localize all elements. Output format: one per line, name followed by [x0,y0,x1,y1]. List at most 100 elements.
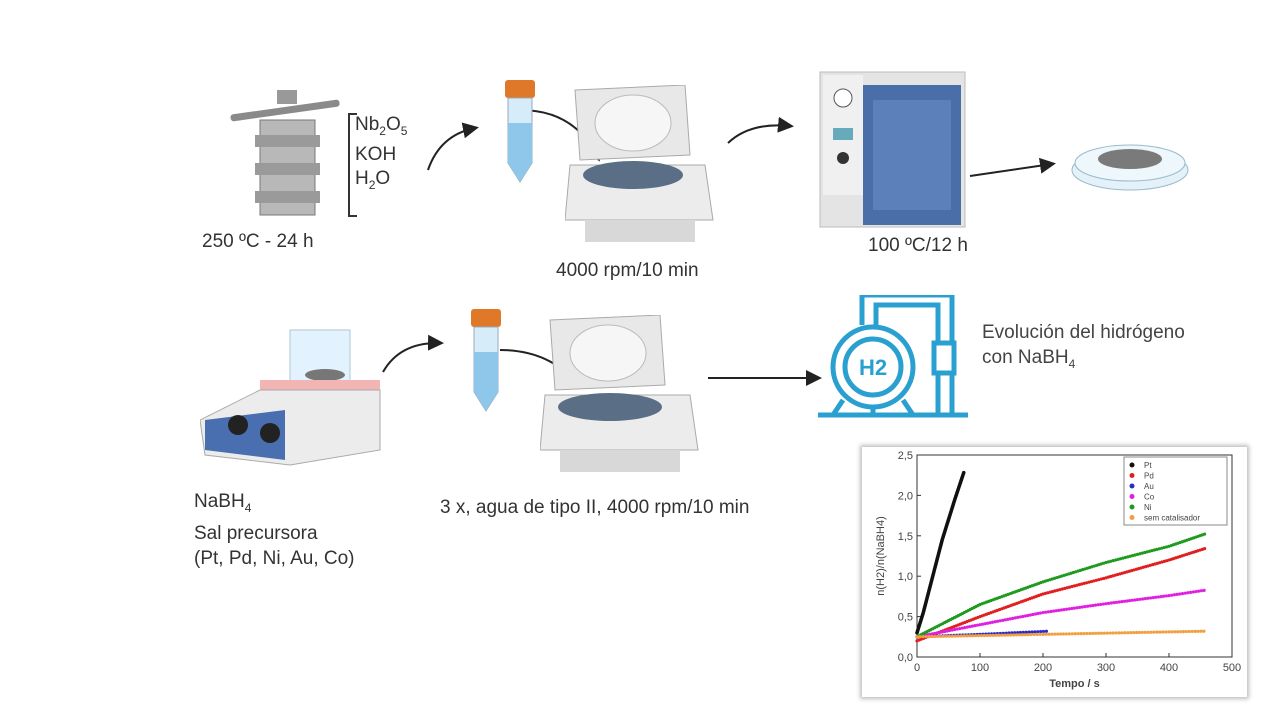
data-point-sem-catalisador [927,634,931,639]
data-point-sem-catalisador [935,634,940,639]
data-point-pd [1099,577,1103,581]
data-point-co [978,623,982,627]
data-point-sem-catalisador [1032,632,1036,637]
data-point-pd [1080,582,1084,586]
data-point-co [1107,601,1111,605]
data-point-co [1104,602,1108,606]
data-point-sem-catalisador [1041,632,1045,636]
data-point-sem-catalisador [1202,629,1206,633]
data-point-sem-catalisador [1196,629,1200,633]
data-point-sem-catalisador [971,634,975,638]
data-point-sem-catalisador [1155,630,1159,634]
data-point-sem-catalisador [1035,632,1039,637]
data-point-sem-catalisador [991,633,995,637]
data-point-pd [1101,576,1106,581]
legend-box [1123,456,1228,526]
data-point-co [963,625,967,630]
data-point-sem-catalisador [965,634,969,638]
data-point-sem-catalisador [1167,630,1171,634]
data-point-pd [1077,583,1081,587]
data-point-co [975,623,980,627]
data-point-co [1018,615,1022,619]
data-point-sem-catalisador [1111,631,1115,635]
data-point-pd [1085,581,1089,585]
data-point-co [1202,588,1206,592]
data-point-sem-catalisador [1017,633,1022,637]
data-point-co [1057,608,1061,612]
data-point-co [1194,589,1198,594]
data-point-sem-catalisador [1038,632,1042,637]
data-point-sem-catalisador [1050,632,1054,636]
falcon-tube-icon [505,80,535,183]
data-point-co [1003,618,1007,622]
data-point-ni [1143,550,1147,555]
data-point-co [930,632,934,636]
data-point-sem-catalisador [1053,632,1057,636]
legend-label: Au [1144,482,1154,491]
data-point-co [970,624,975,628]
legend-label: sem catalisador [1144,514,1200,523]
centrifuge-icon-2 [540,315,699,472]
data-point-sem-catalisador [1178,630,1183,634]
data-point-co [1175,592,1179,596]
legend-label: Pd [1144,472,1154,481]
data-point-sem-catalisador [1076,632,1080,636]
data-point-au [1033,630,1037,634]
data-point-co [1099,602,1103,607]
data-point-co [1059,608,1063,612]
data-point-co [1049,609,1053,614]
data-point-sem-catalisador [962,634,966,638]
data-point-pd [1087,580,1091,584]
data-point-co [1178,592,1182,596]
data-point-co [1054,609,1058,613]
data-point-pt [961,470,966,475]
step2-condition: 4000 rpm/10 min [556,260,699,281]
data-point-sem-catalisador [1088,631,1092,636]
data-point-sem-catalisador [976,634,981,638]
x-tick-label: 500 [1223,662,1241,674]
data-point-co [1197,589,1201,593]
data-point-co [1189,590,1193,594]
data-point-co [1151,596,1155,600]
data-point-co [955,627,959,631]
data-point-co [1125,599,1129,603]
data-point-sem-catalisador [1123,631,1127,635]
x-tick-label: 400 [1160,662,1178,674]
data-point-sem-catalisador [1029,633,1033,637]
data-point-ni [1157,547,1161,551]
falcon-tube-icon-2 [471,309,501,412]
data-point-sem-catalisador [1181,630,1185,634]
data-point-co [935,631,939,635]
data-point-pd [1092,579,1096,583]
data-point-co [933,631,937,636]
data-point-sem-catalisador [959,634,963,638]
data-point-ni [1135,552,1140,556]
y-tick-label: 2,5 [898,450,913,462]
data-point-pd [1051,589,1055,594]
data-point-co [1013,616,1017,620]
data-point-sem-catalisador [1158,630,1162,634]
autoclave-icon [230,90,340,216]
plot-frame [916,454,1233,658]
data-point-co [1023,614,1027,618]
data-point-co [958,626,962,631]
data-point-sem-catalisador [1190,629,1194,634]
data-point-co [1138,597,1142,601]
data-point-co [1083,605,1087,609]
data-point-sem-catalisador [1137,630,1142,635]
data-point-co [1016,615,1020,620]
data-point-co [993,620,997,624]
data-point-sem-catalisador [1064,632,1068,636]
reagent-list: Nb2O5 KOH H2O [355,114,408,192]
data-point-sem-catalisador [941,634,945,638]
data-point-sem-catalisador [1175,630,1180,634]
data-point-sem-catalisador [1006,633,1010,637]
data-point-au [1044,629,1049,633]
data-point-sem-catalisador [1143,630,1147,634]
data-point-co [1128,599,1132,603]
data-point-sem-catalisador [938,634,943,638]
data-point-sem-catalisador [1102,631,1107,635]
data-point-sem-catalisador [982,633,986,638]
